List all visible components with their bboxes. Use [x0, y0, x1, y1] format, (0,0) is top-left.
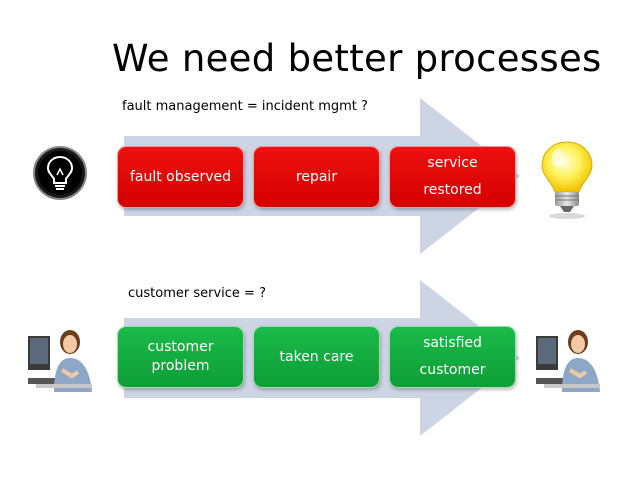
slide-title: We need better processes	[112, 37, 602, 80]
step-label: fault observed	[129, 168, 232, 185]
step-label: problem	[151, 358, 210, 374]
step-fault-observed: fault observed	[117, 146, 244, 208]
step-satisfied-customer: satisfied customer	[389, 326, 516, 388]
step-label: satisfied	[423, 335, 482, 351]
person-at-computer-icon	[534, 322, 610, 394]
person-at-computer-icon	[26, 322, 102, 394]
step-label: restored	[423, 182, 482, 198]
dark-lightbulb-icon	[33, 146, 87, 200]
step-label: customer	[147, 339, 214, 355]
lit-lightbulb-icon	[541, 141, 593, 219]
fault-process-caption: fault management = incident mgmt ?	[122, 99, 368, 114]
customer-process-caption: customer service = ?	[128, 286, 266, 301]
step-label: taken care	[279, 348, 354, 365]
step-service-restored: service restored	[389, 146, 516, 208]
step-taken-care: taken care	[253, 326, 380, 388]
step-repair: repair	[253, 146, 380, 208]
step-label: service	[427, 155, 478, 171]
step-customer-problem: customer problem	[117, 326, 244, 388]
step-label: customer	[419, 362, 486, 378]
step-label: repair	[295, 168, 338, 185]
